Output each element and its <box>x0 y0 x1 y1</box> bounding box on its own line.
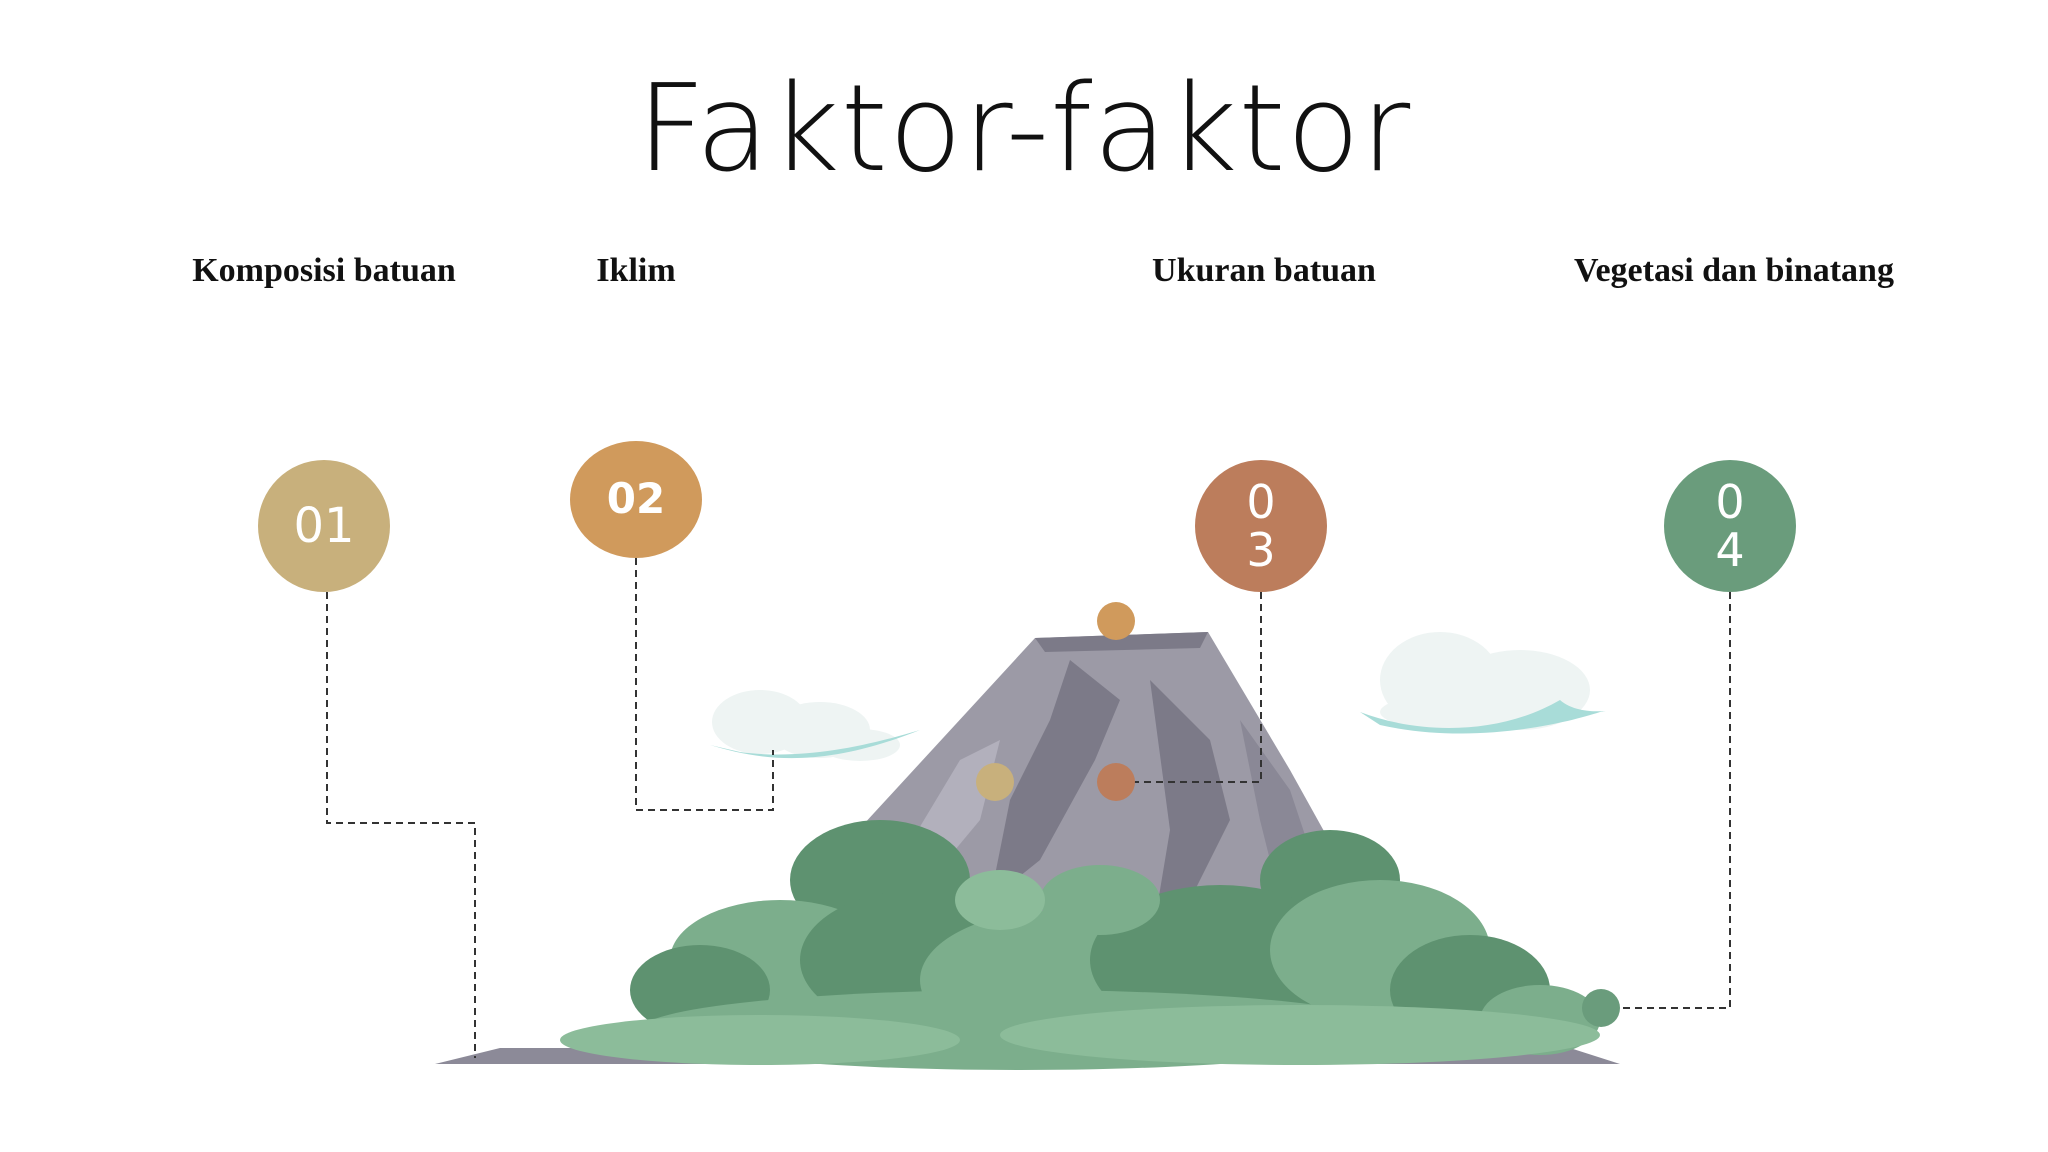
marker-dot-crater <box>1097 602 1135 640</box>
rock-shade-2 <box>1150 680 1230 950</box>
connector-lines <box>326 558 1731 1058</box>
connector-04 <box>1605 592 1731 1009</box>
factor-label-iklim: Iklim <box>596 252 676 289</box>
marker-dot-size <box>1097 763 1135 801</box>
crater-rim <box>1035 632 1208 652</box>
foliage <box>560 820 1600 1070</box>
factor-label-vegetasi: Vegetasi dan binatang <box>1574 252 1894 289</box>
cloud-left <box>710 690 920 761</box>
factor-badge-04: 0 4 <box>1664 460 1796 592</box>
marker-dot-rock <box>976 763 1014 801</box>
factor-number-03: 0 3 <box>1246 474 1276 577</box>
slide-title: Faktor-faktor <box>636 60 1412 199</box>
factor-label-ukuran: Ukuran batuan <box>1152 252 1376 289</box>
connector-01 <box>326 592 476 1058</box>
factor-badge-03: 0 3 <box>1195 460 1327 592</box>
factor-label-komposisi: Komposisi batuan <box>192 252 456 289</box>
connector-02 <box>635 558 774 811</box>
factor-number-02: 02 <box>606 474 666 524</box>
factor-number-04: 0 4 <box>1715 474 1745 577</box>
cloud-right <box>1360 632 1606 734</box>
rock-shade-1 <box>990 660 1120 900</box>
factor-number-01: 01 <box>293 497 355 554</box>
factor-badge-02: 02 <box>570 441 702 558</box>
factor-badge-01: 01 <box>258 460 390 592</box>
connector-03 <box>1118 592 1262 783</box>
marker-dot-vegetation <box>1582 989 1620 1027</box>
